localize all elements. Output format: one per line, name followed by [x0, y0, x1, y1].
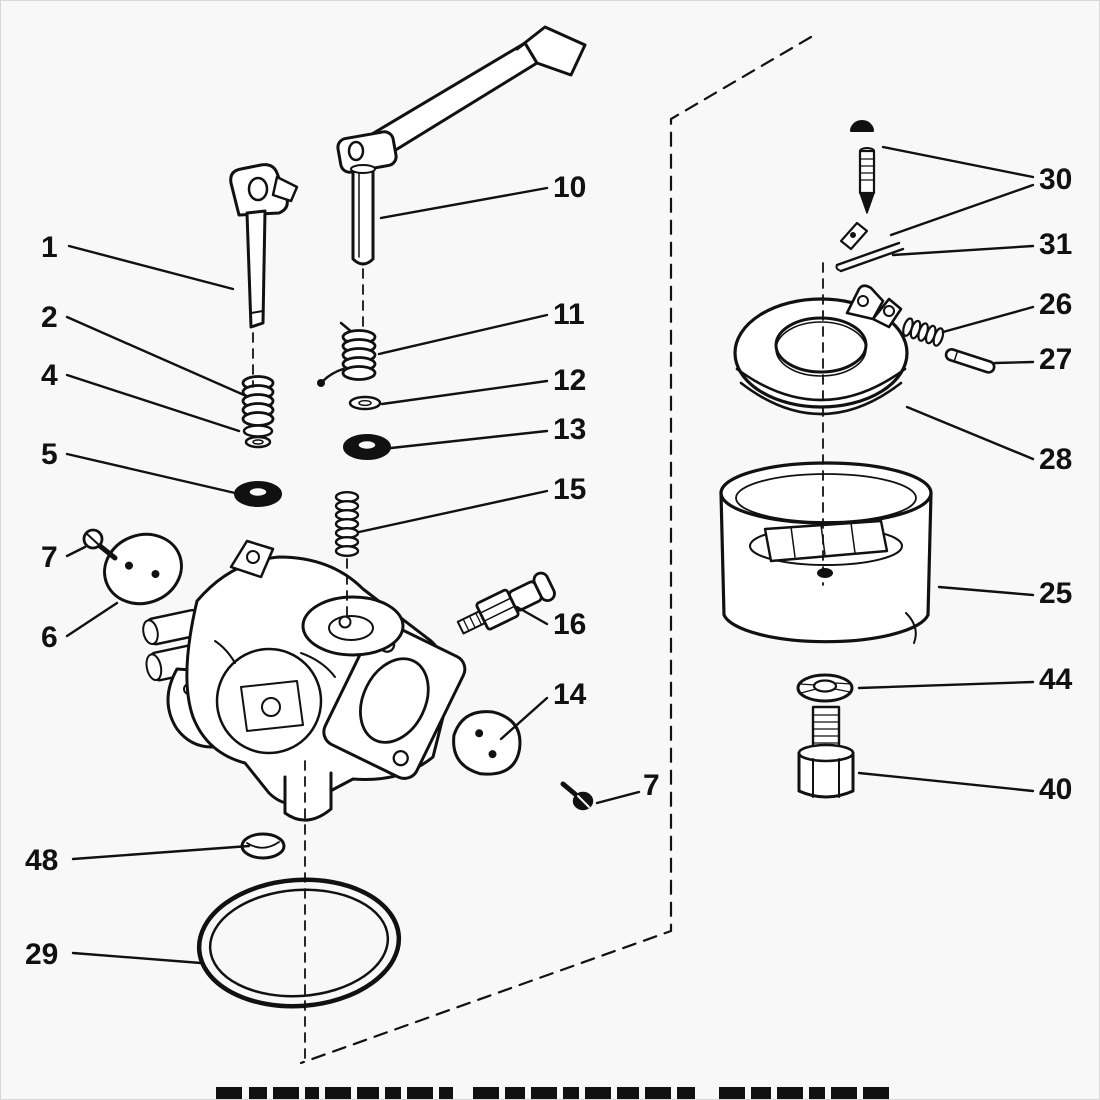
- o-ring-gasket: [196, 877, 402, 1009]
- leader-line-25: [937, 585, 1035, 597]
- callout-label-13-11: 13: [553, 413, 586, 446]
- callout-label-44-22: 44: [1039, 663, 1073, 696]
- leader-line-10: [379, 186, 549, 220]
- callout-label-5-3: 5: [41, 438, 58, 471]
- callout-label-30-16: 30: [1039, 163, 1072, 196]
- callout-label-4-2: 4: [41, 359, 58, 392]
- callout-label-27-19: 27: [1039, 343, 1072, 376]
- callout-label-31-17: 31: [1039, 228, 1072, 261]
- callout-label-29-7: 29: [25, 938, 58, 971]
- leader-line-12: [380, 379, 549, 406]
- hinge-spring: [902, 317, 945, 347]
- callout-label-6-5: 6: [41, 621, 58, 654]
- leader-line-2: [65, 315, 246, 397]
- callout-layer: 1245764829101112131516147303126272825444…: [25, 145, 1073, 971]
- leader-line-4: [65, 373, 241, 433]
- leader-line-15: [357, 489, 549, 534]
- callout-label-48-6: 48: [25, 844, 58, 877]
- callout-label-15-12: 15: [553, 473, 586, 506]
- callout-label-11-9: 11: [553, 298, 585, 331]
- leader-line-40: [857, 771, 1035, 793]
- leader-line-28: [905, 405, 1035, 461]
- leader-line-16: [515, 605, 549, 626]
- leader-line-13: [389, 429, 549, 450]
- callout-label-14-14: 14: [553, 678, 587, 711]
- float-hinge-clip: [835, 241, 905, 273]
- throttle-shaft-seal: [343, 434, 391, 460]
- leader-line-30: [889, 183, 1035, 237]
- dashed-lines: [252, 35, 824, 1065]
- leader-line-26: [941, 305, 1035, 334]
- inlet-needle-parts: [839, 120, 876, 251]
- leader-line-11: [377, 313, 549, 356]
- choke-plate: [103, 532, 183, 606]
- callout-label-7-4: 7: [41, 541, 58, 574]
- bowl-washer: [796, 673, 854, 703]
- leader-line-29: [71, 951, 203, 965]
- leader-line-44: [857, 680, 1035, 690]
- callout-label-7-15: 7: [643, 769, 660, 802]
- leader-line-14: [499, 696, 549, 741]
- callout-label-16-13: 16: [553, 608, 586, 641]
- bowl-nut: [797, 705, 855, 799]
- hinge-pin: [944, 348, 996, 374]
- leader-line-7: [65, 545, 87, 558]
- callout-label-10-8: 10: [553, 171, 586, 204]
- choke-plate-screw: [82, 528, 118, 561]
- throttle-shaft-spring: [317, 321, 377, 387]
- callout-label-1-0: 1: [41, 231, 58, 264]
- choke-shaft-washers: [242, 424, 274, 449]
- callout-label-28-20: 28: [1039, 443, 1072, 476]
- leader-line-7: [595, 790, 641, 805]
- choke-shaft-lever: [229, 163, 299, 329]
- throttle-shaft-lever: [336, 25, 587, 266]
- callout-label-2-1: 2: [41, 301, 58, 334]
- idle-spring: [334, 491, 360, 558]
- leader-line-6: [65, 601, 119, 638]
- choke-shaft-seal: [234, 481, 282, 507]
- callout-label-12-10: 12: [553, 364, 586, 397]
- leader-line-30: [881, 145, 1035, 179]
- inlet-fitting: [456, 571, 556, 635]
- throttle-shaft-washer: [348, 395, 382, 411]
- throttle-plate: [452, 710, 522, 776]
- leader-line-31: [891, 244, 1035, 257]
- callout-label-26-18: 26: [1039, 288, 1072, 321]
- callout-label-25-21: 25: [1039, 577, 1072, 610]
- leader-line-27: [993, 360, 1035, 365]
- carburetor-body: [142, 539, 467, 822]
- callout-label-40-23: 40: [1039, 773, 1072, 806]
- cropped-caption-text: [216, 1087, 889, 1099]
- float: [733, 284, 909, 416]
- throttle-plate-screw: [560, 781, 594, 811]
- choke-shaft-spring: [241, 375, 275, 427]
- leader-line-1: [67, 244, 235, 291]
- leader-line-5: [65, 452, 237, 495]
- leader-line-48: [71, 844, 251, 861]
- float-bowl: [719, 461, 933, 644]
